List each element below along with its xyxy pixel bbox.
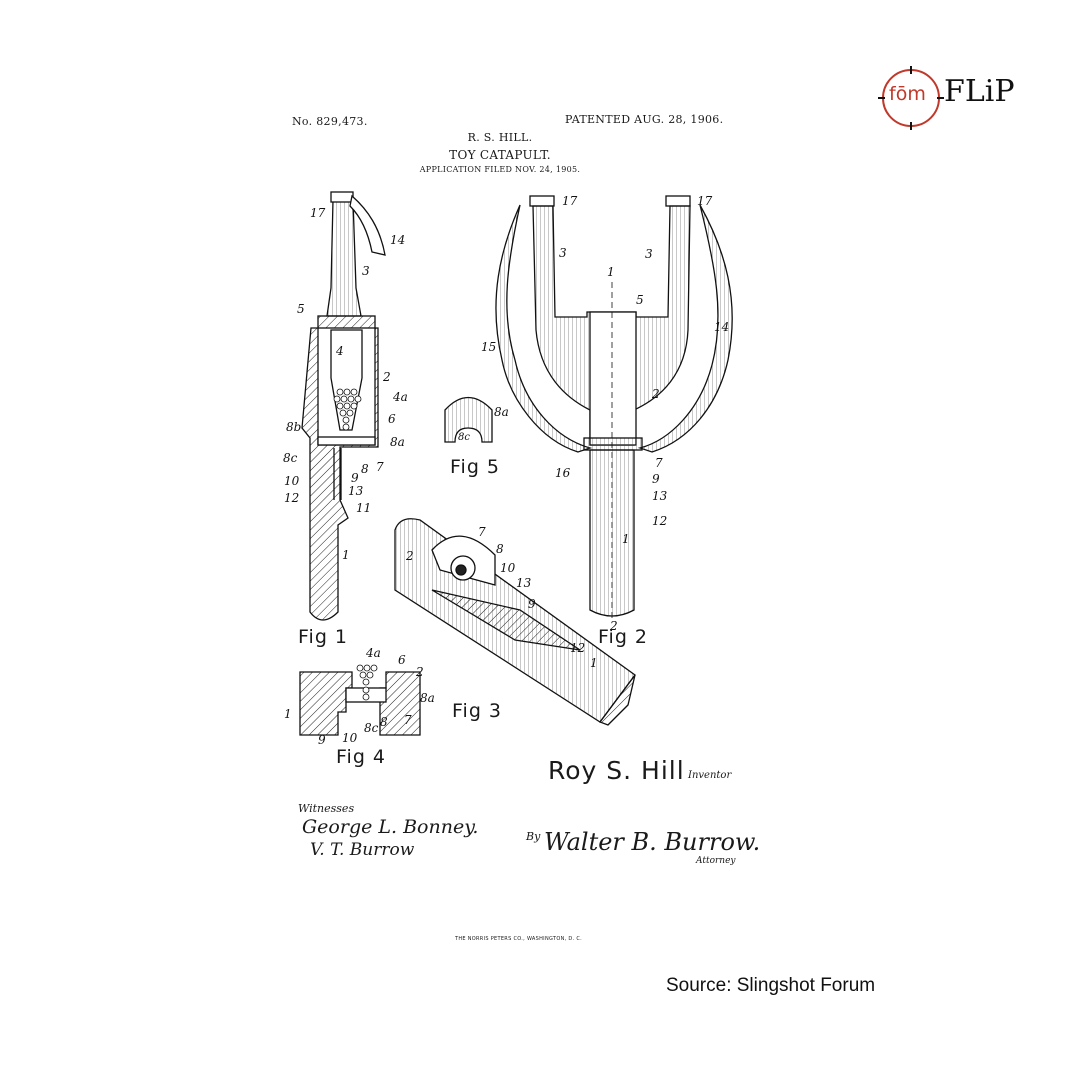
fig1-label: 10 bbox=[284, 474, 300, 488]
patent-inventor: R. S. HILL. bbox=[467, 131, 533, 144]
fig2-label: 16 bbox=[555, 466, 571, 480]
fig4-label: 4a bbox=[365, 646, 381, 660]
figure-2-drawing bbox=[495, 195, 733, 620]
fig2-label: 9 bbox=[652, 472, 660, 486]
fig1-label: 5 bbox=[297, 302, 305, 316]
fig3-label: 9 bbox=[528, 597, 536, 611]
figure-3-labels: 7 8 2 10 13 9 12 1 bbox=[405, 525, 598, 670]
figure-1-labels: 17 14 3 5 4 2 4a 6 8b 8a 8c 8 7 9 10 13 … bbox=[283, 206, 408, 562]
fig4-label: 8c bbox=[364, 721, 379, 735]
inventor-signature: Roy S. Hill bbox=[548, 756, 685, 785]
figure-2-labels: 17 17 3 3 1 5 15 14 2 7 16 9 13 12 1 2 bbox=[481, 194, 729, 633]
fig1-label: 11 bbox=[356, 501, 371, 515]
fig1-label: 8a bbox=[390, 435, 405, 449]
patent-filed: APPLICATION FILED NOV. 24, 1905. bbox=[419, 165, 581, 174]
figure-4-labels: 4a 6 2 8a 1 9 10 8c 8 7 bbox=[284, 646, 435, 747]
fig4-label: 2 bbox=[415, 665, 424, 679]
inventor-role: Inventor bbox=[688, 770, 732, 781]
fig3-label: 13 bbox=[516, 576, 532, 590]
fig2-label: 3 bbox=[559, 246, 567, 260]
printer-credit: THE NORRIS PETERS CO., WASHINGTON, D. C. bbox=[455, 936, 582, 942]
figure-5-labels: 8a 8c bbox=[458, 405, 509, 443]
figure-1-caption: Fig 1 bbox=[298, 626, 349, 648]
brand-logo: fōm FLiP bbox=[878, 66, 1028, 130]
patent-title: TOY CATAPULT. bbox=[449, 148, 551, 162]
fig2-label: 13 bbox=[652, 489, 668, 503]
fig1-label: 9 bbox=[351, 471, 359, 485]
attorney-by: By bbox=[526, 830, 541, 843]
figure-2-caption: Fig 2 bbox=[598, 626, 649, 648]
fig3-label: 2 bbox=[405, 549, 414, 563]
patent-date: PATENTED AUG. 28, 1906. bbox=[565, 113, 724, 126]
fig5-label: 8c bbox=[458, 432, 470, 443]
fig1-label: 2 bbox=[382, 370, 391, 384]
patent-number: No. 829,473. bbox=[292, 115, 368, 128]
fig3-label: 7 bbox=[478, 525, 486, 539]
figure-5-drawing bbox=[444, 396, 493, 443]
fig1-label: 8c bbox=[283, 451, 298, 465]
attorney-signature: Walter B. Burrow. bbox=[544, 828, 761, 856]
fig2-label: 2 bbox=[609, 619, 618, 633]
fig3-label: 10 bbox=[500, 561, 516, 575]
source-credit: Source: Slingshot Forum bbox=[666, 975, 876, 996]
fig3-label: 8 bbox=[496, 542, 504, 556]
fig2-label: 14 bbox=[714, 320, 729, 334]
figure-5-caption: Fig 5 bbox=[450, 456, 501, 478]
fig4-label: 10 bbox=[342, 731, 358, 745]
fig2-label: 2 bbox=[651, 387, 660, 401]
fig1-label: 4a bbox=[392, 390, 408, 404]
fig4-label: 8a bbox=[420, 691, 435, 705]
fig4-label: 8 bbox=[380, 715, 388, 729]
logo-badge: fōm bbox=[889, 83, 926, 105]
fig4-label: 6 bbox=[398, 653, 406, 667]
fig2-label: 1 bbox=[607, 265, 615, 279]
fig2-label: 3 bbox=[645, 247, 653, 261]
fig2-label: 7 bbox=[655, 456, 663, 470]
fig4-label: 1 bbox=[284, 707, 292, 721]
logo-wordmark: FLiP bbox=[944, 74, 1015, 109]
fig2-label: 15 bbox=[481, 340, 496, 354]
fig1-label: 8 bbox=[361, 462, 369, 476]
fig1-label: 14 bbox=[390, 233, 405, 247]
attorney-role: Attorney bbox=[696, 856, 736, 866]
fig1-label: 8b bbox=[286, 420, 301, 434]
figure-3-caption: Fig 3 bbox=[452, 700, 503, 722]
crosshair-icon bbox=[878, 66, 944, 130]
fig1-label: 12 bbox=[284, 491, 299, 505]
fig3-label: 1 bbox=[590, 656, 598, 670]
witness-signature-1: George L. Bonney. bbox=[302, 816, 479, 838]
figure-4-caption: Fig 4 bbox=[336, 746, 387, 768]
fig1-label: 1 bbox=[342, 548, 350, 562]
fig3-label: 12 bbox=[570, 641, 585, 655]
fig4-label: 9 bbox=[318, 733, 326, 747]
witnesses-label: Witnesses bbox=[298, 802, 355, 815]
fig5-label: 8a bbox=[494, 405, 509, 419]
fig1-label: 6 bbox=[388, 412, 396, 426]
fig1-label: 3 bbox=[362, 264, 370, 278]
fig2-label: 17 bbox=[562, 194, 578, 208]
fig1-label: 4 bbox=[335, 344, 344, 358]
figure-3-drawing bbox=[394, 518, 636, 726]
fig1-label: 17 bbox=[310, 206, 326, 220]
fig4-label: 7 bbox=[404, 713, 412, 727]
fig1-label: 13 bbox=[348, 484, 364, 498]
witness-signature-2: V. T. Burrow bbox=[310, 840, 415, 860]
figure-4-drawing bbox=[299, 664, 421, 736]
fig1-label: 7 bbox=[376, 460, 384, 474]
fig2-label: 1 bbox=[622, 532, 630, 546]
fig2-label: 12 bbox=[652, 514, 667, 528]
fig2-label: 5 bbox=[636, 293, 644, 307]
figure-1-drawing bbox=[301, 191, 386, 621]
fig2-label: 17 bbox=[697, 194, 713, 208]
